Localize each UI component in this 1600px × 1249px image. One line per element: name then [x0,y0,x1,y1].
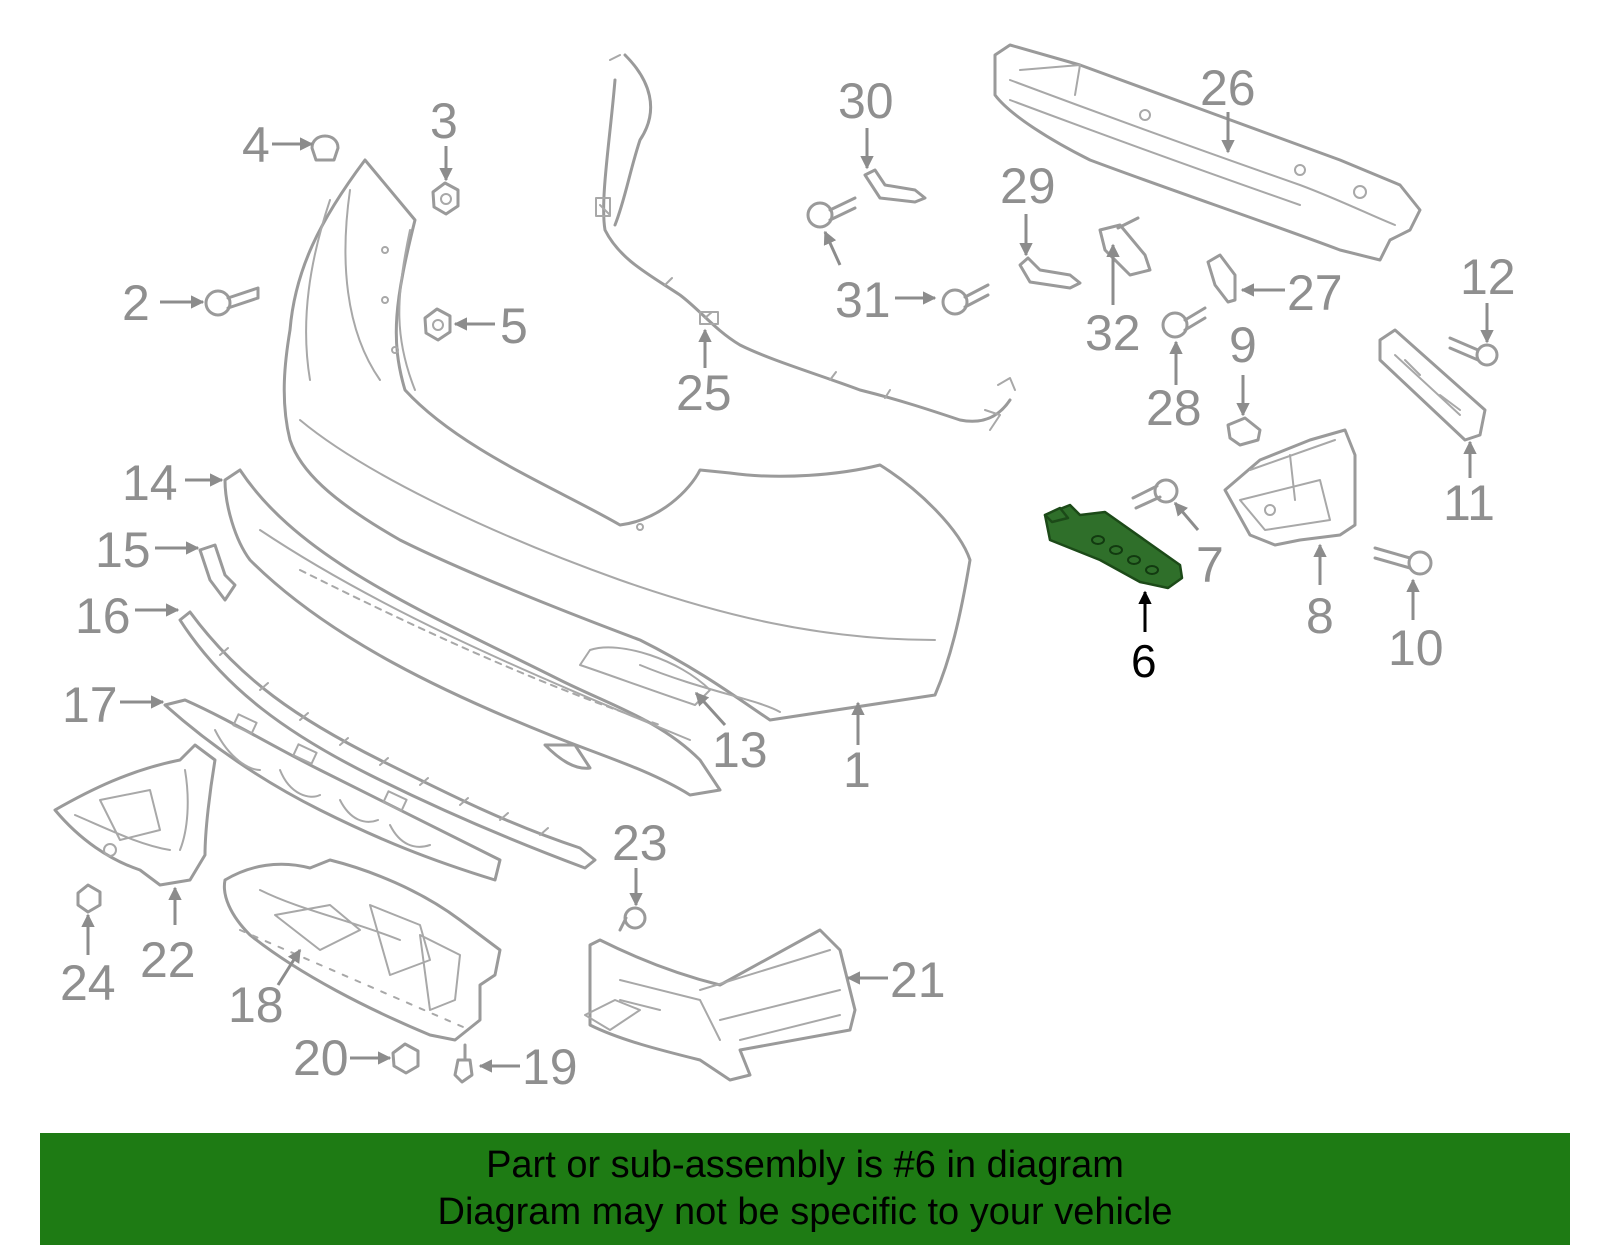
support-bracket [163,698,502,882]
lower-strip [178,610,597,870]
callout-7: 7 [1196,537,1224,593]
wiring-harness [595,53,1016,431]
callout-25: 25 [676,365,732,421]
callout-9: 9 [1229,317,1257,373]
callout-15: 15 [95,522,151,578]
callout-22: 22 [140,932,196,988]
callout-13: 13 [712,722,768,778]
callout-29: 29 [1000,158,1056,214]
callout-6: 6 [1131,635,1157,687]
callout-24: 24 [60,955,116,1011]
callout-17: 17 [62,677,118,733]
bracket-plate-8 [1223,428,1357,547]
callout-26: 26 [1200,60,1256,116]
callout-14: 14 [122,455,178,511]
banner-line-part: Part or sub-assembly is #6 in diagram [486,1144,1124,1186]
leader-lines [81,112,1494,1073]
left-bracket-22 [53,743,217,887]
lower-valance [223,468,722,797]
highlighted-part-6 [1043,503,1184,590]
callout-4: 4 [242,117,270,173]
callout-32: 32 [1085,305,1141,361]
callout-27: 27 [1287,265,1343,321]
info-banner: Part or sub-assembly is #6 in diagram Di… [40,1133,1570,1245]
callout-16: 16 [75,588,131,644]
callout-8: 8 [1306,588,1334,644]
callout-10: 10 [1388,620,1444,676]
side-bracket-11 [1378,328,1487,442]
clip-15 [198,543,237,602]
hardware [76,134,1499,1084]
callout-20: 20 [293,1030,349,1086]
callout-23: 23 [612,815,668,871]
callout-2: 2 [122,275,150,331]
callout-5: 5 [500,298,528,354]
callout-12: 12 [1460,249,1516,305]
callout-11: 11 [1443,475,1495,531]
callout-21: 21 [890,952,946,1008]
callout-31: 31 [835,272,891,328]
callout-labels: 1 2 3 4 5 6 7 8 9 10 11 12 13 14 15 16 1… [60,60,1516,1095]
wheel-liner-21 [584,928,857,1082]
callout-19: 19 [522,1039,578,1095]
callout-18: 18 [228,977,284,1033]
bumper-cover [282,158,972,722]
callout-1: 1 [843,742,871,798]
splash-shield-18 [222,858,502,1042]
banner-line-disclaimer: Diagram may not be specific to your vehi… [437,1191,1173,1233]
impact-beam [993,43,1422,262]
callout-3: 3 [430,93,458,149]
callout-28: 28 [1146,380,1202,436]
callout-30: 30 [838,73,894,129]
